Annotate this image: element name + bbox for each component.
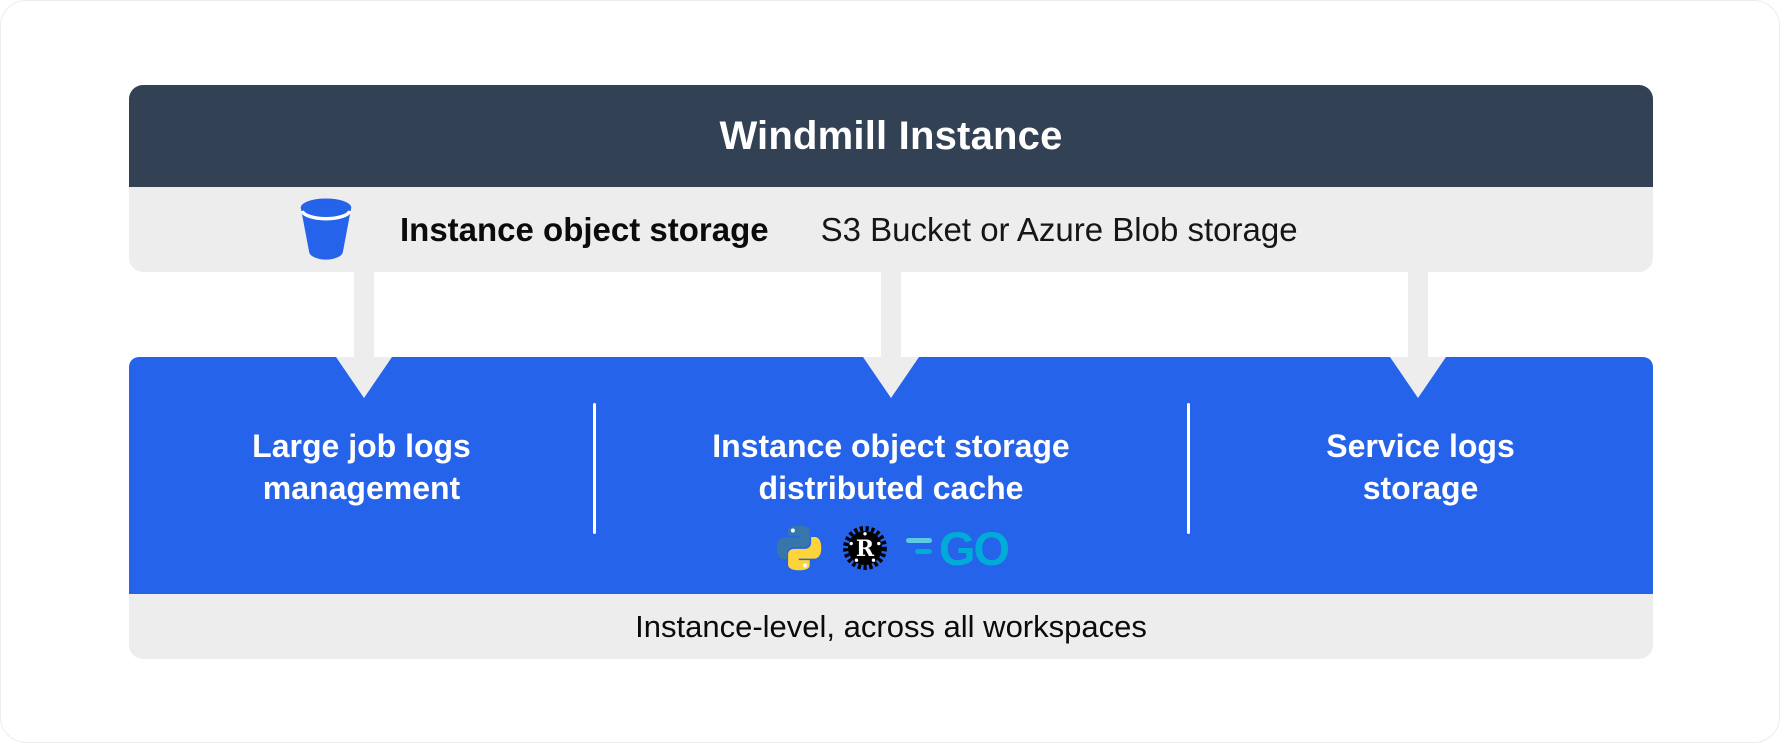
page-title: Windmill Instance (719, 113, 1063, 158)
section-heading: Service logs storage (1326, 425, 1515, 509)
section-large-job-logs: Large job logs management (129, 357, 594, 594)
section-distributed-cache: Instance object storage distributed cach… (594, 357, 1188, 594)
footer-label: Instance-level, across all workspaces (635, 608, 1147, 644)
arrow-head-icon (863, 357, 919, 398)
down-arrow-left (336, 272, 392, 398)
section-heading: Instance object storage distributed cach… (712, 425, 1069, 509)
go-wordmark: GO (938, 521, 1010, 575)
bucket-icon (300, 197, 352, 260)
heading-line: Large job logs (252, 428, 471, 464)
heading-line: management (262, 470, 461, 507)
storage-bar-title: Instance object storage (400, 210, 769, 248)
go-speed-line (914, 549, 932, 555)
section-service-logs: Service logs storage (1188, 357, 1653, 594)
rust-letter: R (856, 537, 875, 563)
heading-line: Service logs (1326, 428, 1515, 464)
arrow-stem (354, 272, 374, 359)
heading-line: Instance object storage (712, 428, 1070, 464)
header-bar: Windmill Instance (129, 85, 1653, 187)
arrow-stem (1408, 272, 1428, 359)
language-icons-row: R GO (774, 521, 1010, 575)
heading-line: storage (1362, 470, 1479, 507)
arrow-head-icon (1390, 357, 1446, 398)
main-panel: Large job logs management Instance objec… (129, 357, 1653, 594)
go-speed-line (905, 538, 932, 544)
down-arrow-right (1390, 272, 1446, 398)
heading-line: distributed cache (758, 470, 1024, 507)
python-icon (776, 526, 822, 571)
section-heading: Large job logs management (252, 425, 471, 509)
section-divider (1187, 403, 1190, 534)
arrow-head-icon (336, 357, 392, 398)
storage-bar-subtitle: S3 Bucket or Azure Blob storage (820, 210, 1298, 248)
section-divider (593, 403, 596, 534)
rust-icon: R (843, 526, 887, 571)
down-arrow-middle (863, 272, 919, 398)
arrow-stem (881, 272, 901, 359)
go-speed-lines (905, 538, 932, 555)
footer-bar: Instance-level, across all workspaces (129, 594, 1653, 659)
instance-object-storage-bar: Instance object storage S3 Bucket or Azu… (129, 187, 1653, 272)
go-icon: GO (905, 521, 1010, 575)
